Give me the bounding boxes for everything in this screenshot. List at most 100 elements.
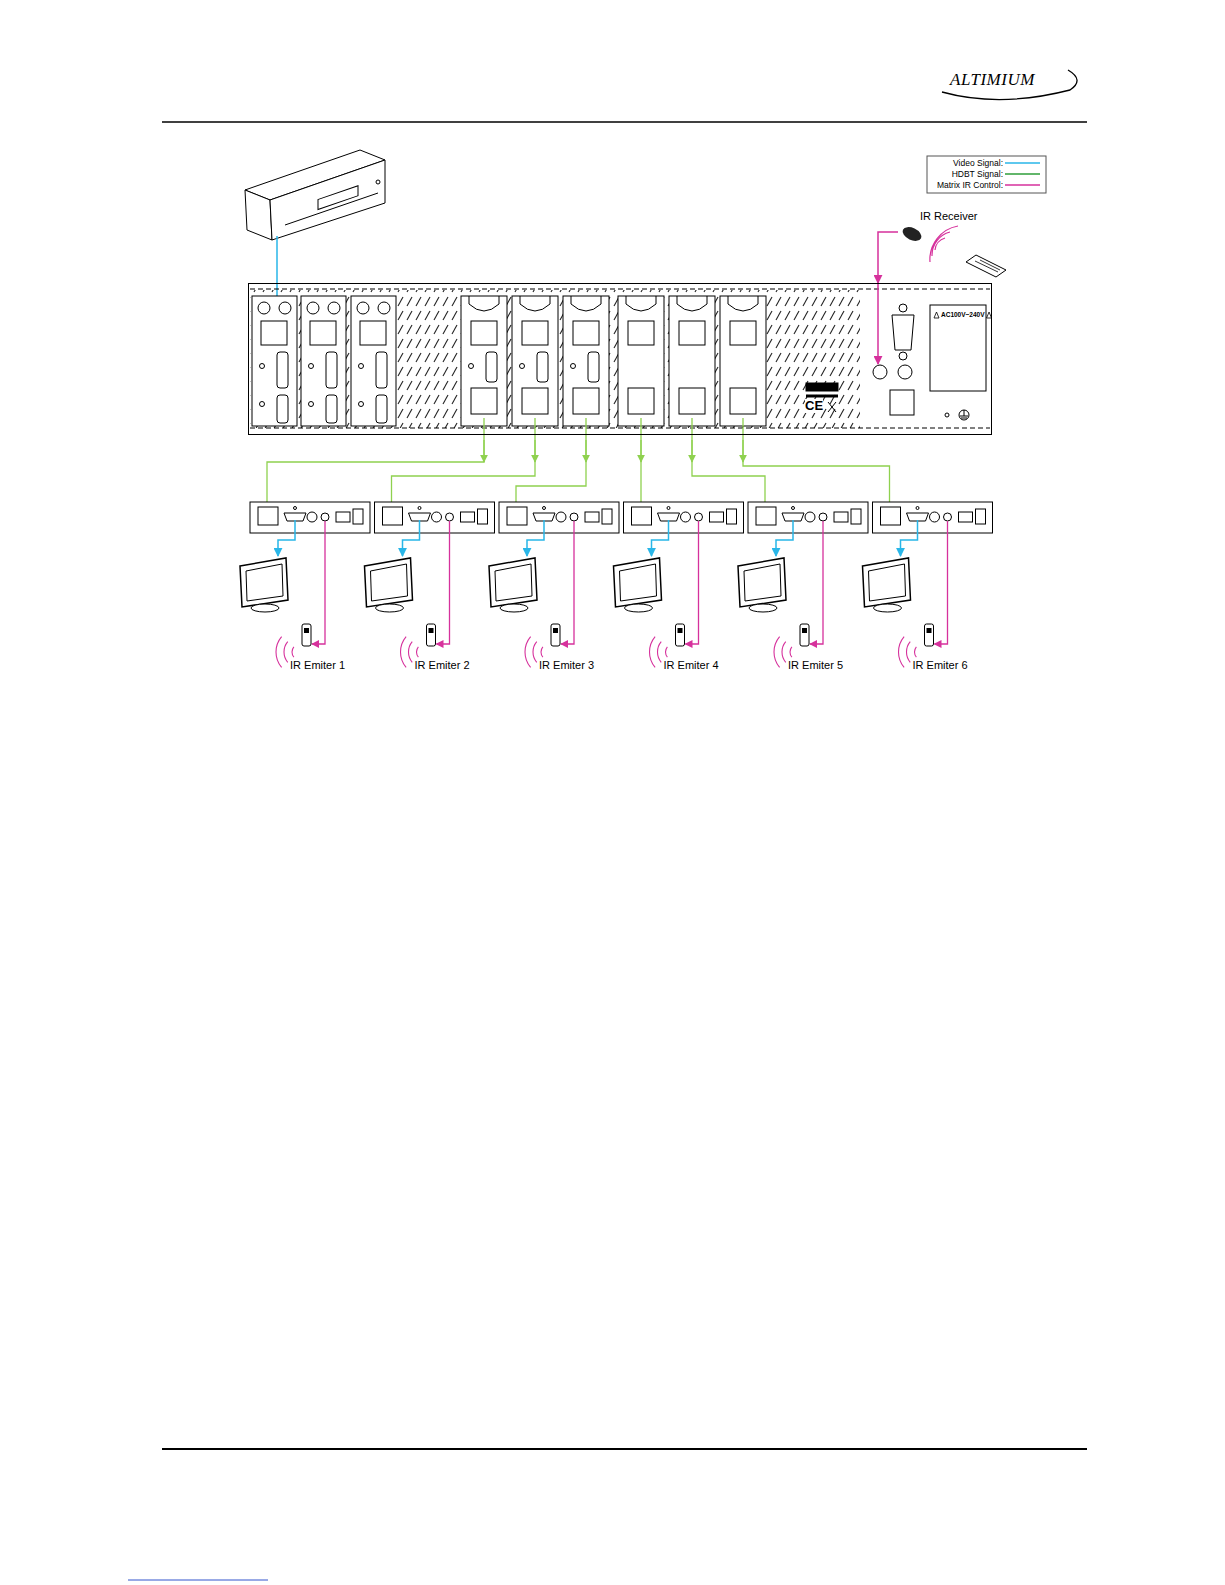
led (260, 402, 265, 407)
tv-screen (738, 558, 786, 607)
card-tab (520, 296, 550, 311)
led (359, 402, 364, 407)
logo-text: ALTIMIUM (950, 70, 1035, 90)
hdbt-wire (392, 418, 536, 505)
ce-mark: CE (805, 399, 823, 413)
node-label: IR Receiver (920, 210, 977, 223)
hdbt-wire (516, 418, 586, 505)
hdbt-wire (743, 418, 890, 505)
ir-waves (774, 637, 780, 668)
card-screw (279, 302, 291, 314)
node-label: IR Emiter 1 (290, 659, 345, 672)
led (359, 364, 364, 369)
led (260, 364, 265, 369)
usb-port (353, 509, 363, 524)
ir-waves (658, 642, 662, 663)
legend-box (927, 156, 1046, 193)
ir-emitter-node: IR Emiter 6 (913, 659, 968, 672)
input-card (301, 296, 346, 426)
ir-emitter-eye (304, 628, 309, 633)
ir-emitter (427, 624, 436, 646)
led (309, 364, 314, 369)
usb-port (727, 509, 737, 524)
ir-emitter-node: IR Emiter 5 (788, 659, 843, 672)
ir-emitter-wire (437, 521, 450, 644)
hdmi-port (326, 395, 337, 423)
ir-jack (321, 513, 329, 521)
input-card (252, 296, 297, 426)
card-screw (307, 302, 319, 314)
hdmi-port (588, 352, 599, 382)
card-tab (728, 296, 758, 311)
rj45-port (383, 507, 403, 525)
ir-emitter-eye (927, 628, 932, 633)
ir-jack (695, 513, 703, 521)
matrix-rear-panel: AC100V~240V (248, 283, 992, 435)
hdmi-port (277, 352, 288, 388)
tv-screen (489, 558, 537, 607)
ir-waves (915, 647, 917, 657)
card-tab (677, 296, 707, 311)
matrix-vents (860, 290, 990, 428)
ir-emitter-wire (312, 521, 325, 644)
led (309, 402, 314, 407)
jack (307, 512, 317, 522)
hdmi-port (782, 513, 804, 521)
ir-waves (417, 647, 419, 657)
jack (432, 512, 442, 522)
warning-symbol (987, 312, 992, 318)
legend-sample (1005, 173, 1040, 174)
usb-port (478, 509, 488, 524)
rj45-port (881, 507, 901, 525)
hdmi-port (533, 513, 555, 521)
jack (805, 512, 815, 522)
port (261, 321, 287, 345)
ir-emitter-node: IR Emiter 4 (664, 659, 719, 672)
port (310, 321, 336, 345)
ir-control-wire (877, 283, 879, 364)
ir-emitter-node: IR Emiter 3 (539, 659, 594, 672)
rj45-port (258, 507, 278, 525)
ir-emitter (676, 624, 685, 646)
card-screw (258, 302, 270, 314)
video-wire (901, 520, 918, 556)
ir-emitter-wire (561, 521, 574, 644)
rj45-port (628, 388, 654, 414)
ir-waves (276, 637, 282, 668)
ir-emitter-wire (810, 521, 823, 644)
hdbt-receiver (873, 502, 993, 533)
power-port (336, 512, 350, 522)
footer-link (128, 1580, 268, 1581)
port (360, 321, 386, 345)
ir-waves (790, 647, 792, 657)
led (667, 507, 670, 510)
header-rule (162, 121, 1087, 123)
footer-rule (162, 1448, 1087, 1450)
ir-jack (819, 513, 827, 521)
hdbt-arrow (691, 440, 692, 462)
tv-screen (614, 558, 662, 607)
jack (930, 512, 940, 522)
hdbt-wire (692, 418, 765, 505)
rj45-port (573, 388, 599, 414)
led (792, 507, 795, 510)
power-port (834, 512, 848, 522)
ir-emitter-eye (553, 628, 558, 633)
control-ports (806, 304, 986, 420)
ir-waves (525, 637, 531, 668)
hdbt-arrow (640, 440, 641, 462)
led (916, 507, 919, 510)
node-label: IR Emiter 6 (913, 659, 968, 672)
ir-emitter (551, 624, 560, 646)
ir-jack (446, 513, 454, 521)
ir-emitter-eye (429, 628, 434, 633)
port (522, 321, 548, 345)
led (469, 364, 474, 369)
tv-screen (620, 564, 657, 601)
ir-waves (541, 647, 543, 657)
led (520, 364, 525, 369)
output-card (512, 296, 558, 426)
node-label: IR Emiter 2 (415, 659, 470, 672)
hdmi-port (409, 513, 431, 521)
